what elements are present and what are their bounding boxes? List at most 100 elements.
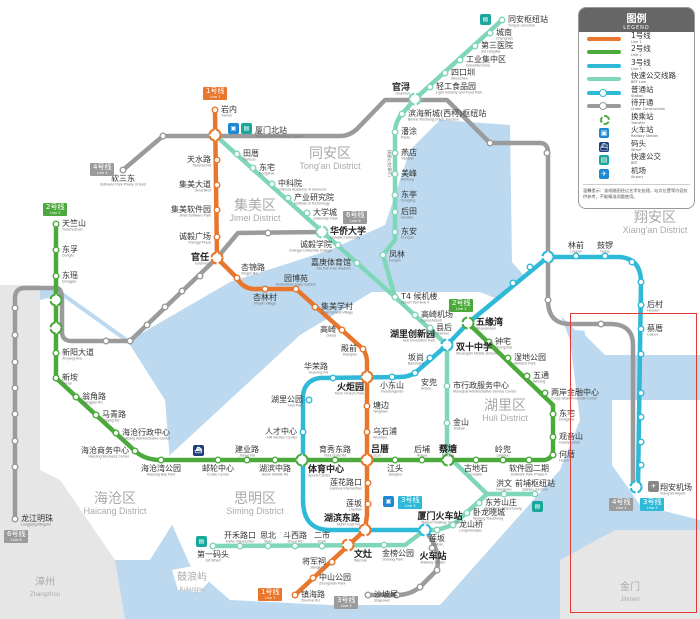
station-marker[interactable] (331, 456, 339, 464)
station-marker[interactable] (291, 591, 299, 599)
line6-path[interactable] (12, 229, 325, 522)
station-marker[interactable] (504, 354, 512, 362)
station-marker[interactable] (261, 285, 269, 293)
station-marker[interactable] (379, 251, 387, 259)
station-marker[interactable] (391, 149, 399, 157)
station-marker[interactable] (243, 456, 251, 464)
station-marker[interactable] (426, 83, 434, 91)
transfer-icon[interactable] (461, 316, 475, 330)
station-marker[interactable] (428, 544, 436, 552)
line1-path[interactable] (212, 107, 370, 598)
station-marker[interactable] (161, 303, 169, 311)
station-marker[interactable] (637, 461, 645, 469)
station-marker[interactable] (449, 521, 457, 529)
station-marker[interactable] (11, 463, 19, 471)
station-marker[interactable] (305, 396, 313, 404)
station-marker[interactable] (11, 358, 19, 366)
transfer-icon[interactable] (210, 251, 224, 265)
station-marker[interactable] (391, 170, 399, 178)
station-marker[interactable] (391, 456, 399, 464)
station-marker[interactable] (509, 279, 517, 287)
station-marker[interactable] (11, 515, 19, 523)
station-marker[interactable] (291, 542, 299, 550)
station-marker[interactable] (209, 542, 217, 550)
station-marker[interactable] (418, 456, 426, 464)
station-marker[interactable] (52, 349, 60, 357)
station-marker[interactable] (328, 558, 336, 566)
station-marker[interactable] (637, 325, 645, 333)
station-marker[interactable] (196, 272, 204, 280)
station-marker[interactable] (334, 241, 342, 249)
station-marker[interactable] (284, 194, 292, 202)
station-marker[interactable] (391, 191, 399, 199)
station-marker[interactable] (411, 369, 419, 377)
station-marker[interactable] (398, 110, 406, 118)
station-marker[interactable] (364, 591, 372, 599)
station-marker[interactable] (525, 456, 533, 464)
station-marker[interactable] (463, 509, 471, 517)
station-marker[interactable] (549, 433, 557, 441)
station-marker[interactable] (471, 42, 479, 50)
station-marker[interactable] (597, 320, 605, 328)
station-marker[interactable] (353, 259, 361, 267)
station-marker[interactable] (549, 410, 557, 418)
station-marker[interactable] (112, 429, 120, 437)
station-marker[interactable] (364, 500, 372, 508)
transfer-icon[interactable] (208, 128, 222, 142)
station-marker[interactable] (531, 490, 539, 498)
station-marker[interactable] (119, 166, 127, 174)
station-marker[interactable] (499, 456, 507, 464)
station-marker[interactable] (628, 258, 636, 266)
station-marker[interactable] (637, 278, 645, 286)
station-marker[interactable] (126, 337, 134, 345)
station-marker[interactable] (249, 164, 257, 172)
station-marker[interactable] (486, 29, 494, 37)
